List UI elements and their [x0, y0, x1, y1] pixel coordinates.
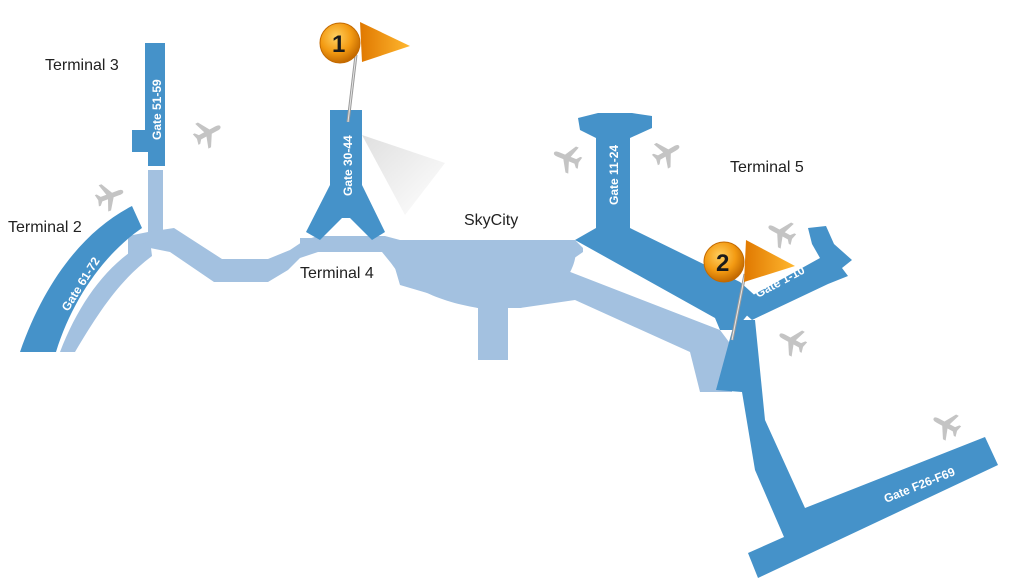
airplane-icon — [773, 322, 811, 360]
terminal-4-label: Terminal 4 — [300, 265, 374, 282]
terminal-2-label: Terminal 2 — [8, 219, 82, 236]
airplane-icon — [548, 139, 586, 177]
gate-label-11-24: Gate 11-24 — [607, 145, 621, 205]
airplane-icon — [92, 178, 128, 214]
flag-pin-icon[interactable]: 1 — [319, 22, 410, 123]
marker-beam — [362, 135, 445, 215]
airplane-icon — [762, 214, 800, 252]
gate-label-51-59: Gate 51-59 — [150, 79, 164, 140]
airplane-icon — [189, 114, 227, 152]
terminal-5-label: Terminal 5 — [730, 159, 804, 176]
flag-pin-icon[interactable]: 2 — [703, 240, 795, 341]
marker-number-1: 1 — [332, 31, 345, 58]
gate-label-30-44: Gate 30-44 — [341, 135, 355, 196]
concourse-connectors — [60, 170, 735, 392]
airplane-icon — [927, 406, 965, 444]
gate-piers — [20, 43, 998, 578]
airplane-icon — [647, 133, 687, 173]
terminal-3-label: Terminal 3 — [45, 57, 119, 74]
skycity-label: SkyCity — [464, 212, 519, 229]
marker-number-2: 2 — [716, 250, 729, 277]
